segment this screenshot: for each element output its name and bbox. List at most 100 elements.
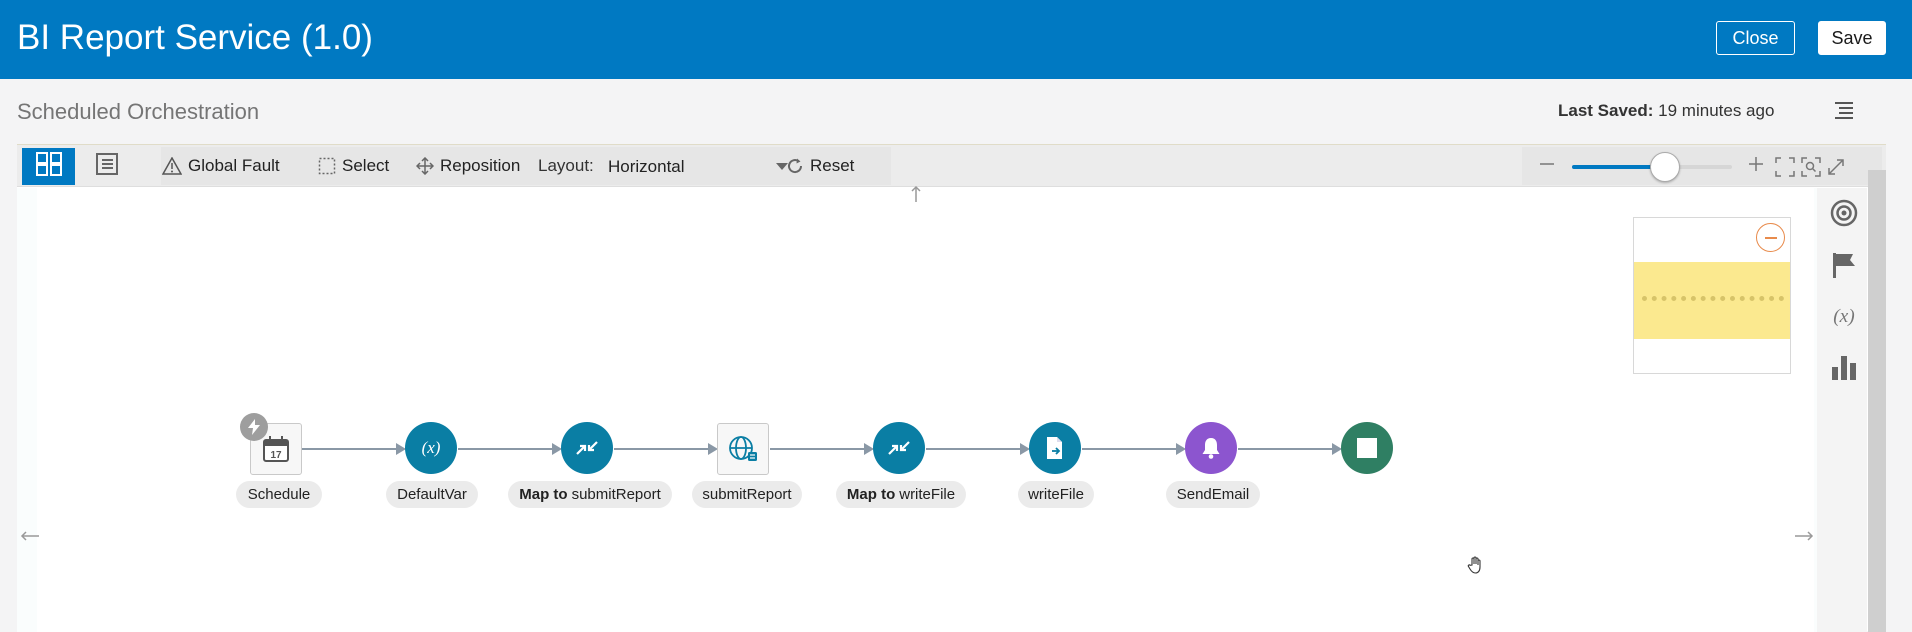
variable-icon: (x) [422,438,441,457]
select-icon [318,157,336,175]
minus-icon [1540,163,1554,165]
flow-connector [614,448,710,450]
node-label-writefile[interactable]: writeFile [1018,481,1094,508]
zoom-slider-thumb[interactable] [1649,152,1680,182]
reset-label: Reset [810,156,855,175]
bar-chart-icon[interactable] [1829,352,1859,382]
vertical-scrollbar[interactable] [1868,170,1886,632]
node-label-schedule[interactable]: Schedule [236,481,322,508]
last-saved-value: 19 minutes ago [1658,101,1775,120]
menu-icon[interactable] [1834,100,1854,120]
variable-tracking-icon[interactable]: (x) [1829,301,1859,331]
layout-select[interactable]: Horizontal [608,153,788,181]
flow-arrow-icon [1332,443,1342,455]
lightning-icon [248,419,260,435]
scroll-right-icon[interactable] [1793,526,1815,552]
flow-arrow-icon [1020,443,1030,455]
puzzle-icon [34,150,64,183]
warning-icon [162,157,182,175]
submitreport-invoke-node[interactable] [717,423,769,475]
node-label-map-target: writeFile [899,486,956,503]
last-saved-status: Last Saved: 19 minutes ago [1558,101,1774,121]
flow-connector [770,448,866,450]
right-rail: (x) [1817,188,1867,632]
minimap[interactable] [1633,217,1791,374]
plus-icon [1749,157,1763,171]
node-label-map-prefix: Map to [519,486,568,503]
last-saved-label: Last Saved: [1558,101,1654,120]
node-label-defaultvar[interactable]: DefaultVar [386,481,478,508]
calendar-icon: 17 [263,436,289,462]
map-submitreport-node[interactable] [561,422,613,474]
map-writefile-node[interactable] [873,422,925,474]
move-icon [416,157,434,175]
node-label-sendemail[interactable]: SendEmail [1166,481,1260,508]
orchestration-canvas[interactable] [37,188,1814,632]
trigger-badge [240,413,268,441]
select-label: Select [342,156,390,175]
canvas-gutter [17,188,1817,632]
layout-label: Layout: [538,156,594,175]
save-button[interactable]: Save [1818,21,1886,55]
target-icon[interactable] [1829,198,1859,228]
flow-connector [926,448,1022,450]
flow-connector [302,448,398,450]
file-write-icon [1047,437,1062,459]
zoom-slider[interactable] [1572,152,1732,182]
zoom-to-selection-icon[interactable] [1801,157,1821,177]
reposition-button[interactable]: Reposition [416,145,520,187]
canvas-panel: Global Fault Select Reposition Layout: H… [17,144,1886,632]
reset-button[interactable]: Reset [786,145,854,187]
app-header: BI Report Service (1.0) Close Save [0,0,1912,79]
flow-arrow-icon [708,443,718,455]
map-icon [576,441,598,455]
pseudo-view-button[interactable] [80,148,133,185]
stop-icon [1357,438,1377,458]
flow-connector [458,448,554,450]
hand-cursor-icon [1466,555,1486,575]
svg-text:(x): (x) [1833,306,1855,327]
node-label-map-target: submitReport [571,486,661,503]
flow-connector [1082,448,1178,450]
scroll-up-icon[interactable] [906,184,926,210]
page-title: BI Report Service (1.0) [17,18,373,57]
expand-icon[interactable] [1826,157,1846,177]
fit-to-screen-icon[interactable] [1775,157,1795,177]
writefile-node[interactable] [1029,422,1081,474]
canvas-toolbar: Global Fault Select Reposition Layout: H… [17,145,1886,187]
toolbar-segment [161,147,891,185]
layout-select-value: Horizontal [608,157,685,176]
zoom-in-button[interactable] [1747,155,1765,173]
flow-arrow-icon [396,443,406,455]
flow-connector [1238,448,1334,450]
sendemail-notification-node[interactable] [1185,422,1237,474]
flow-arrow-icon [1176,443,1186,455]
select-button[interactable]: Select [318,145,389,187]
refresh-icon [788,158,803,174]
node-label-submitreport[interactable]: submitReport [692,481,802,508]
global-fault-button[interactable]: Global Fault [162,145,280,187]
flow-arrow-icon [864,443,874,455]
map-icon [888,441,910,455]
flow-arrow-icon [552,443,562,455]
svg-text:17: 17 [270,450,282,461]
zoom-slider-fill [1572,165,1665,169]
bell-icon [1202,438,1220,459]
svg-text:(x): (x) [422,438,441,457]
canvas-view-button[interactable] [22,148,75,185]
globe-icon [729,436,757,461]
close-button[interactable]: Close [1716,21,1795,55]
defaultvar-assign-node[interactable]: (x) [405,422,457,474]
flag-icon[interactable] [1829,250,1859,280]
list-view-icon [95,152,119,181]
minimap-flow [1642,296,1784,301]
scroll-left-icon[interactable] [19,526,41,552]
node-label-map-prefix: Map to [846,486,896,503]
minimap-collapse-icon[interactable] [1756,223,1785,252]
end-node[interactable] [1341,422,1393,474]
reposition-label: Reposition [440,156,521,175]
zoom-out-button[interactable] [1538,155,1556,173]
global-fault-label: Global Fault [188,156,280,175]
